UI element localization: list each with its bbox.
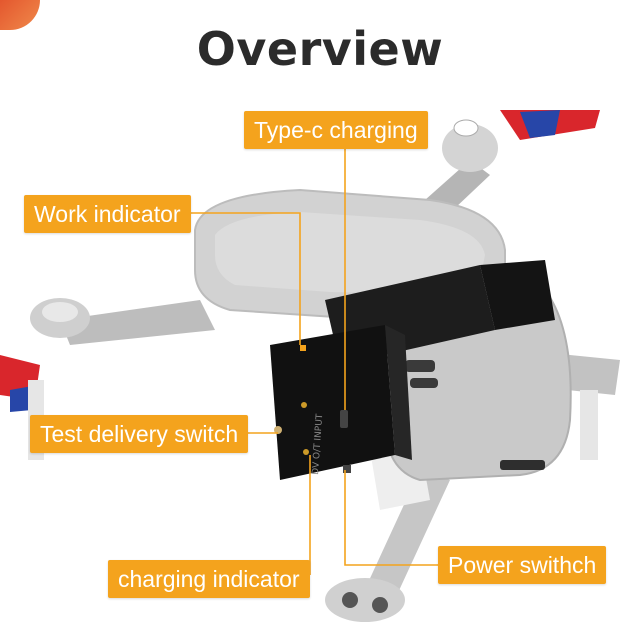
- arm-front-left: [360, 470, 450, 610]
- label-charging-indicator: charging indicator: [108, 560, 310, 598]
- motor-front-left: [325, 578, 405, 622]
- delivery-device: [270, 325, 395, 480]
- device-port-text: DV O/T INPUT: [311, 413, 325, 475]
- motor-rear-right: [442, 124, 498, 172]
- label-work-indicator: Work indicator: [24, 195, 191, 233]
- arm-rear-left: [60, 300, 215, 345]
- leg-right: [580, 390, 598, 460]
- leader-lines: [190, 148, 438, 575]
- ribbon-right-blue: [520, 110, 560, 138]
- label-test-delivery-switch: Test delivery switch: [30, 415, 249, 453]
- page-title: Overview: [196, 22, 444, 76]
- label-type-c-charging: Type-c charging: [244, 111, 428, 149]
- label-power-switch: Power swithch: [438, 546, 607, 584]
